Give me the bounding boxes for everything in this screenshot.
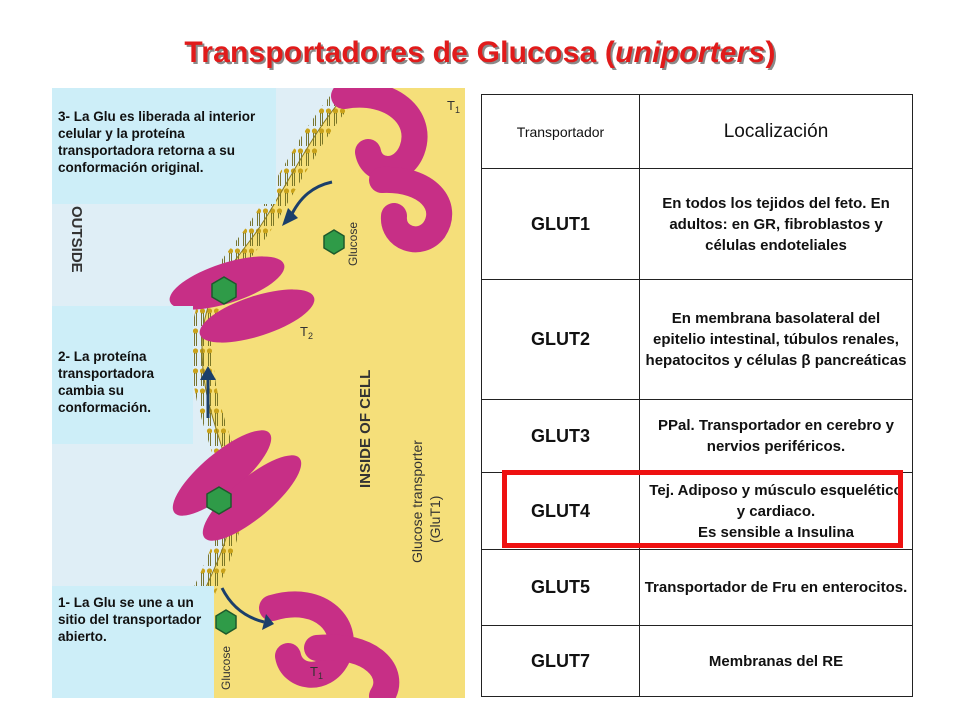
table-row: GLUT2 En membrana basolateral del epitel… [481, 279, 913, 400]
label-glucose-top: Glucose [346, 222, 360, 266]
transporter-location: PPal. Transportador en cerebro y nervios… [639, 399, 913, 473]
title-italic: uniporters [615, 36, 766, 69]
header-location: Localización [639, 94, 913, 169]
label-t1-top: T1 [447, 98, 460, 115]
transporter-location: En todos los tejidos del feto. En adulto… [639, 168, 913, 280]
transporter-location: Tej. Adiposo y músculo esquelético y car… [639, 472, 913, 550]
membrane-outline [171, 88, 353, 698]
caption-step-3: 3- La Glu es liberada al interior celula… [52, 88, 276, 204]
transporter-name: GLUT5 [481, 549, 640, 626]
label-glucose-transporter: Glucose transporter [409, 440, 425, 563]
label-t2: T2 [300, 324, 313, 341]
label-t1-bottom: T1 [310, 664, 323, 681]
arrow-bind-head [262, 614, 274, 630]
label-outside: OUTSIDE [68, 206, 85, 273]
transporter-lower [172, 430, 302, 541]
transporter-name: GLUT4 [481, 472, 640, 550]
transporter-location: Membranas del RE [639, 625, 913, 697]
table-row: GLUT3 PPal. Transportador en cerebro y n… [481, 399, 913, 473]
label-inside-of-cell: INSIDE OF CELL [357, 370, 374, 488]
label-glut1: (GluT1) [427, 496, 443, 543]
transporter-name: GLUT3 [481, 399, 640, 473]
header-transporter: Transportador [481, 94, 640, 169]
transporter-table: Transportador Localización GLUT1 En todo… [481, 94, 913, 697]
caption-step-1: 1- La Glu se une a un sitio del transpor… [52, 586, 214, 698]
location-line-1: Tej. Adiposo y músculo esquelético y car… [649, 481, 903, 520]
caption-step-2: 2- La proteína transportadora cambia su … [52, 306, 193, 444]
transporter-name: GLUT1 [481, 168, 640, 280]
title-prefix: Transportadores de Glucosa ( [184, 36, 616, 69]
glut4-highlight-box [502, 470, 903, 548]
table-row: GLUT7 Membranas del RE [481, 625, 913, 697]
transporter-location: En membrana basolateral del epitelio int… [639, 279, 913, 400]
insulin-note: Es sensible a Insulina [698, 523, 854, 541]
glucose-molecule-transit [206, 486, 232, 515]
transporter-name: GLUT7 [481, 625, 640, 697]
table-row: GLUT1 En todos los tejidos del feto. En … [481, 168, 913, 280]
arrow-bind [220, 587, 265, 624]
transporter-name: GLUT2 [481, 279, 640, 400]
transporter-location: Transportador de Fru en enterocitos. [639, 549, 913, 626]
table-header-row: Transportador Localización [481, 94, 913, 169]
slide-title: Transportadores de Glucosa (uniporters) [0, 36, 960, 70]
glucose-molecule-outside [215, 609, 237, 635]
label-glucose-bottom: Glucose [219, 646, 233, 690]
title-suffix: ) [765, 36, 776, 69]
arrow-change-head [200, 366, 216, 380]
table-row: GLUT5 Transportador de Fru en enterocito… [481, 549, 913, 626]
table-row: GLUT4 Tej. Adiposo y músculo esquelético… [481, 472, 913, 550]
transporter-middle [169, 256, 315, 343]
transporter-bottom [259, 591, 400, 698]
glucose-molecule-bound [211, 276, 237, 305]
arrow-release-head [282, 208, 298, 226]
transporter-top [331, 88, 453, 253]
glucose-molecule-free [323, 229, 345, 255]
